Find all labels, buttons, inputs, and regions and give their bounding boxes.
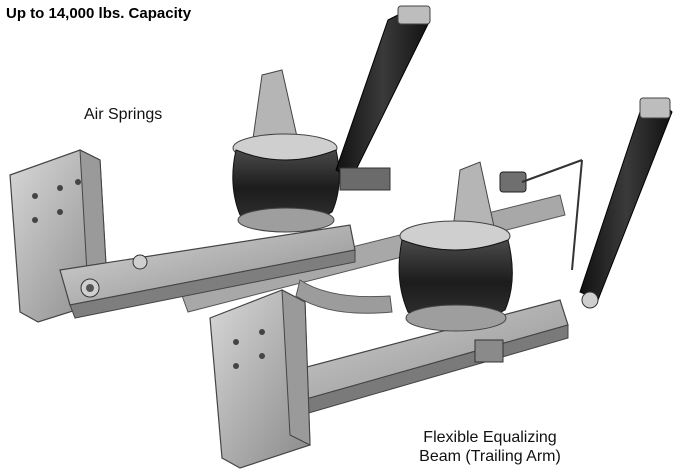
label-air-springs: Air Springs xyxy=(84,106,163,123)
label-beam-line-2: Beam (Trailing Arm) xyxy=(419,448,561,465)
right-hanger-bracket xyxy=(209,289,311,469)
capacity-title: Up to 14,000 lbs. Capacity xyxy=(6,5,192,22)
label-beam-line-1: Flexible Equalizing xyxy=(423,429,557,446)
right-shock-absorber xyxy=(579,97,673,309)
right-air-spring xyxy=(398,161,513,363)
left-shock-absorber xyxy=(335,5,431,191)
left-air-spring xyxy=(232,69,340,233)
left-trailing-beam xyxy=(59,224,356,319)
height-control-valve xyxy=(499,159,583,271)
label-flexible-equalizing-beam: Flexible Equalizing Beam (Trailing Arm) xyxy=(390,428,590,466)
